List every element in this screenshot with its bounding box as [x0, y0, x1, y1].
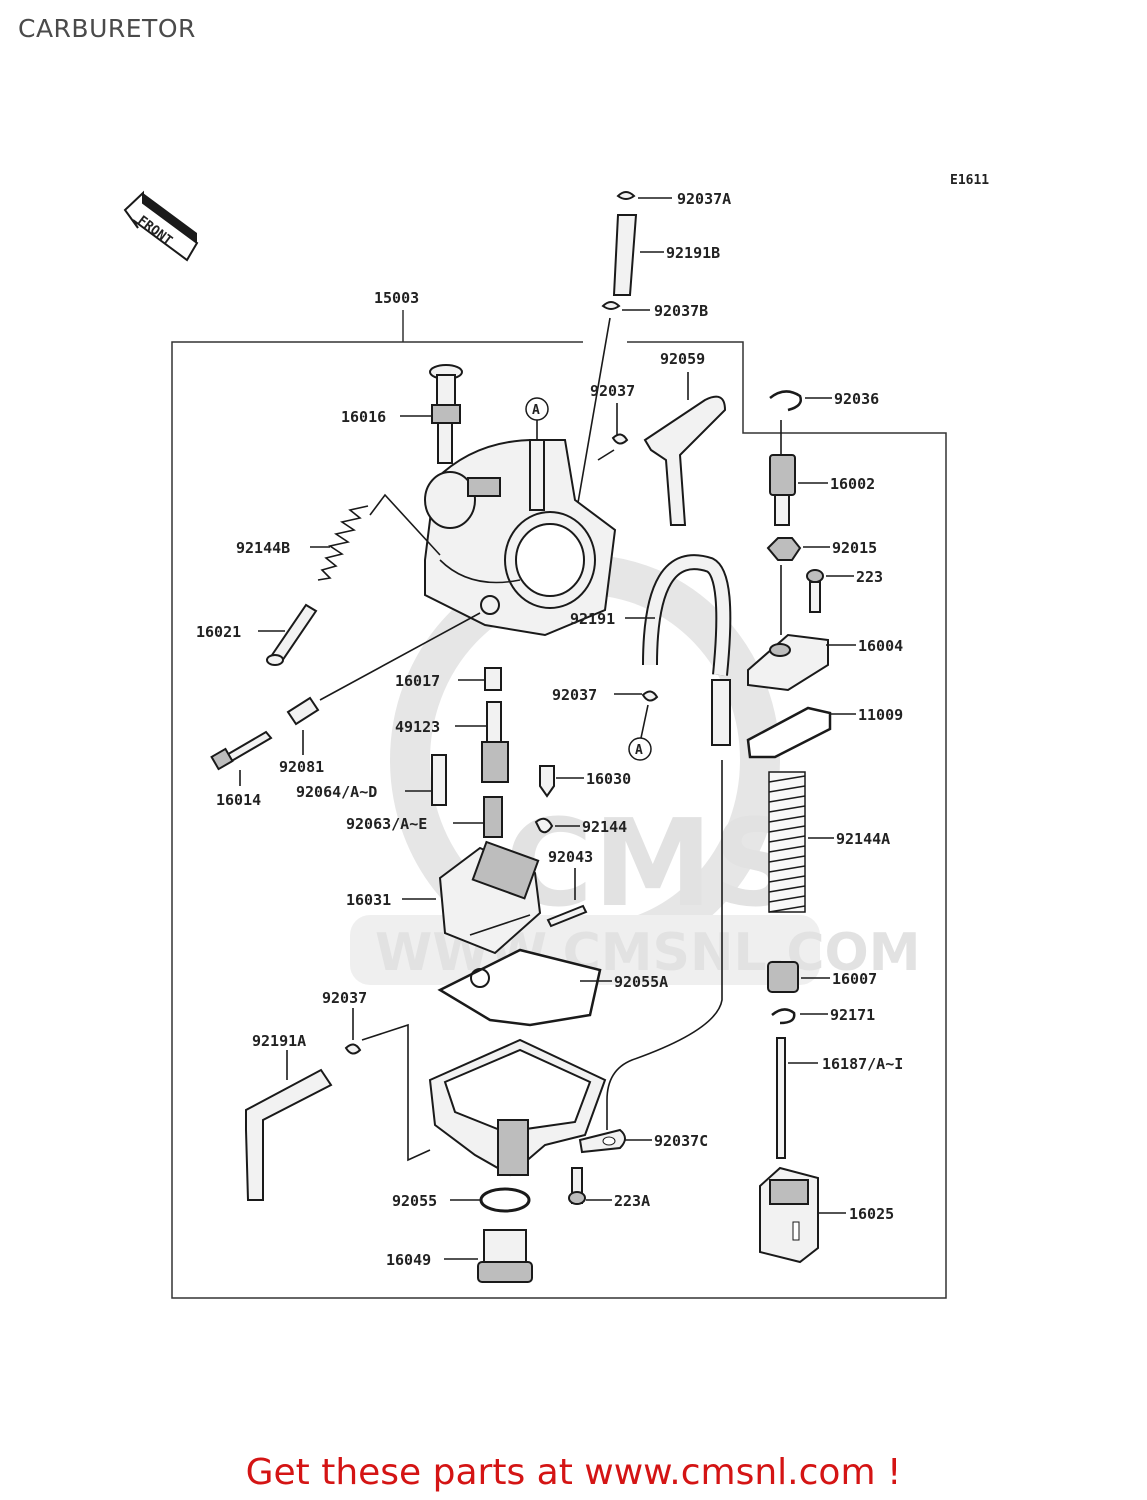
label-92037B: 92037B: [654, 302, 708, 320]
label-16002: 16002: [830, 475, 875, 493]
label-16017: 16017: [395, 672, 440, 690]
label-16007: 16007: [832, 970, 877, 988]
label-92059: 92059: [660, 350, 705, 368]
label-92064: 92064/A~D: [296, 783, 377, 801]
label-92037A: 92037A: [677, 190, 731, 208]
part-92037C-clip: [578, 1128, 652, 1154]
part-16004-cover: [747, 633, 856, 692]
label-16030: 16030: [586, 770, 631, 788]
label-16004: 16004: [858, 637, 903, 655]
watermark-logo: CMS: [505, 795, 799, 934]
label-16025: 16025: [849, 1205, 894, 1223]
label-11009: 11009: [858, 706, 903, 724]
part-16014-screw: [210, 730, 273, 786]
part-92171-clip: [771, 1008, 828, 1025]
part-16007-retainer: [767, 961, 830, 993]
carburetor-body: [424, 439, 617, 637]
ref-marker-a-top: A: [525, 397, 549, 440]
cms-watermark: CMS WWW.CMSNL.COM: [350, 555, 920, 985]
label-92144A: 92144A: [836, 830, 890, 848]
part-16187-jet-needle: [776, 1037, 818, 1159]
part-92144-clip: [534, 817, 580, 834]
part-16030-valve: [539, 765, 584, 798]
part-223-screw: [806, 569, 854, 613]
front-arrow-icon: FRONT: [123, 190, 199, 262]
label-16049: 16049: [386, 1251, 431, 1269]
part-16016-screw: [400, 364, 463, 464]
part-92037-low-clip: [344, 1008, 431, 1162]
label-92037-top: 92037: [590, 382, 635, 400]
label-92055: 92055: [392, 1192, 437, 1210]
part-92144B-spring: [310, 493, 441, 581]
part-92191A-hose: [245, 1050, 333, 1201]
label-92081: 92081: [279, 758, 324, 776]
label-92144B: 92144B: [236, 539, 290, 557]
label-92063: 92063/A~E: [346, 815, 427, 833]
part-92191-hose: [606, 554, 732, 1130]
part-16002-cap: [769, 454, 828, 526]
part-92043-pin: [546, 868, 588, 928]
label-16016: 16016: [341, 408, 386, 426]
label-223: 223: [856, 568, 883, 586]
part-49123-needle-jet: [455, 701, 509, 783]
label-16021: 16021: [196, 623, 241, 641]
part-16017-jet: [458, 667, 502, 691]
part-16025-throttle-valve: [759, 1166, 846, 1264]
part-92015-nut: [766, 537, 830, 561]
assembly-label: 15003: [374, 289, 419, 307]
label-92191B: 92191B: [666, 244, 720, 262]
part-223A-screw: [568, 1167, 612, 1205]
part-92055-oring: [450, 1187, 531, 1213]
assembly-frame: [171, 310, 947, 1299]
label-92191: 92191: [570, 610, 615, 628]
part-16049-plug: [444, 1229, 533, 1283]
label-49123: 49123: [395, 718, 440, 736]
part-92063-jet: [453, 796, 503, 838]
part-92036-circlip: [769, 390, 832, 412]
label-92015: 92015: [832, 539, 877, 557]
part-16021-screw: [258, 603, 318, 666]
label-223A: 223A: [614, 1192, 650, 1210]
ref-marker-a-mid: A: [628, 737, 652, 761]
part-92081-spring: [286, 612, 481, 755]
label-92171: 92171: [830, 1006, 875, 1024]
label-92055A: 92055A: [614, 973, 668, 991]
part-92064-jet: [405, 754, 447, 806]
part-92191B-hose: [612, 214, 664, 296]
label-16031: 16031: [346, 891, 391, 909]
label-92036: 92036: [834, 390, 879, 408]
part-16031-float: [402, 840, 542, 955]
part-11009-gasket: [746, 706, 856, 759]
part-92037B-clip: [601, 301, 650, 311]
part-92037-top-clip: [597, 403, 629, 461]
hose-guide-line: [574, 317, 611, 521]
diagram-code: E1611: [950, 173, 989, 188]
label-92191A: 92191A: [252, 1032, 306, 1050]
float-bowl: [428, 1038, 607, 1177]
ref-marker-a-top-label: A: [532, 403, 540, 418]
page-title: CARBURETOR: [18, 14, 196, 43]
label-92144: 92144: [582, 818, 627, 836]
part-92037A-clip: [616, 191, 672, 200]
label-92037C: 92037C: [654, 1132, 708, 1150]
label-92043: 92043: [548, 848, 593, 866]
label-16187: 16187/A~I: [822, 1055, 903, 1073]
label-16014: 16014: [216, 791, 261, 809]
part-92055A-gasket: [437, 948, 612, 1027]
part-92059-hose: [643, 372, 727, 526]
footer-link-text[interactable]: Get these parts at www.cmsnl.com !: [245, 1452, 902, 1493]
part-92037-mid-clip: [614, 690, 659, 739]
part-92144A-spring: [768, 771, 834, 913]
label-92037-low: 92037: [322, 989, 367, 1007]
ref-marker-a-mid-label: A: [635, 743, 643, 758]
label-92037-mid: 92037: [552, 686, 597, 704]
